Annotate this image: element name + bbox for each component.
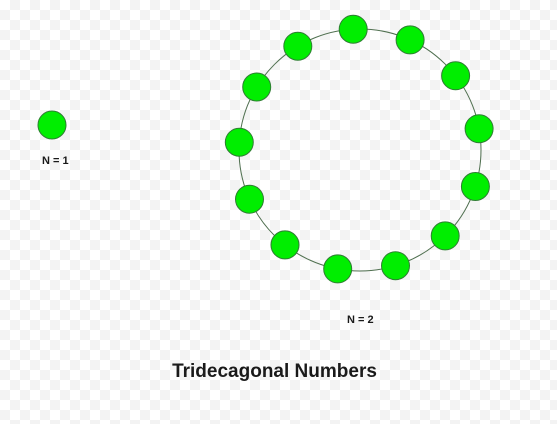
dot-n2 <box>323 254 353 284</box>
dot-n2 <box>242 72 272 102</box>
dot-n2 <box>338 14 368 44</box>
dot-n2 <box>270 230 300 260</box>
dot-n1 <box>37 110 67 140</box>
label-n1: N = 1 <box>42 155 69 167</box>
dot-n2 <box>224 127 254 157</box>
dot-n2 <box>235 184 264 214</box>
dot-n2 <box>460 172 490 201</box>
figure-n1 <box>37 110 67 140</box>
dot-n2 <box>395 25 425 55</box>
dot-n2 <box>441 61 471 91</box>
diagram-caption: Tridecagonal Numbers <box>172 361 377 382</box>
dot-n2 <box>464 114 494 144</box>
label-n2: N = 2 <box>347 314 374 326</box>
dot-n2 <box>381 251 410 281</box>
figure-n2 <box>224 14 494 284</box>
dot-n2 <box>430 221 460 251</box>
dot-n2 <box>283 31 313 61</box>
